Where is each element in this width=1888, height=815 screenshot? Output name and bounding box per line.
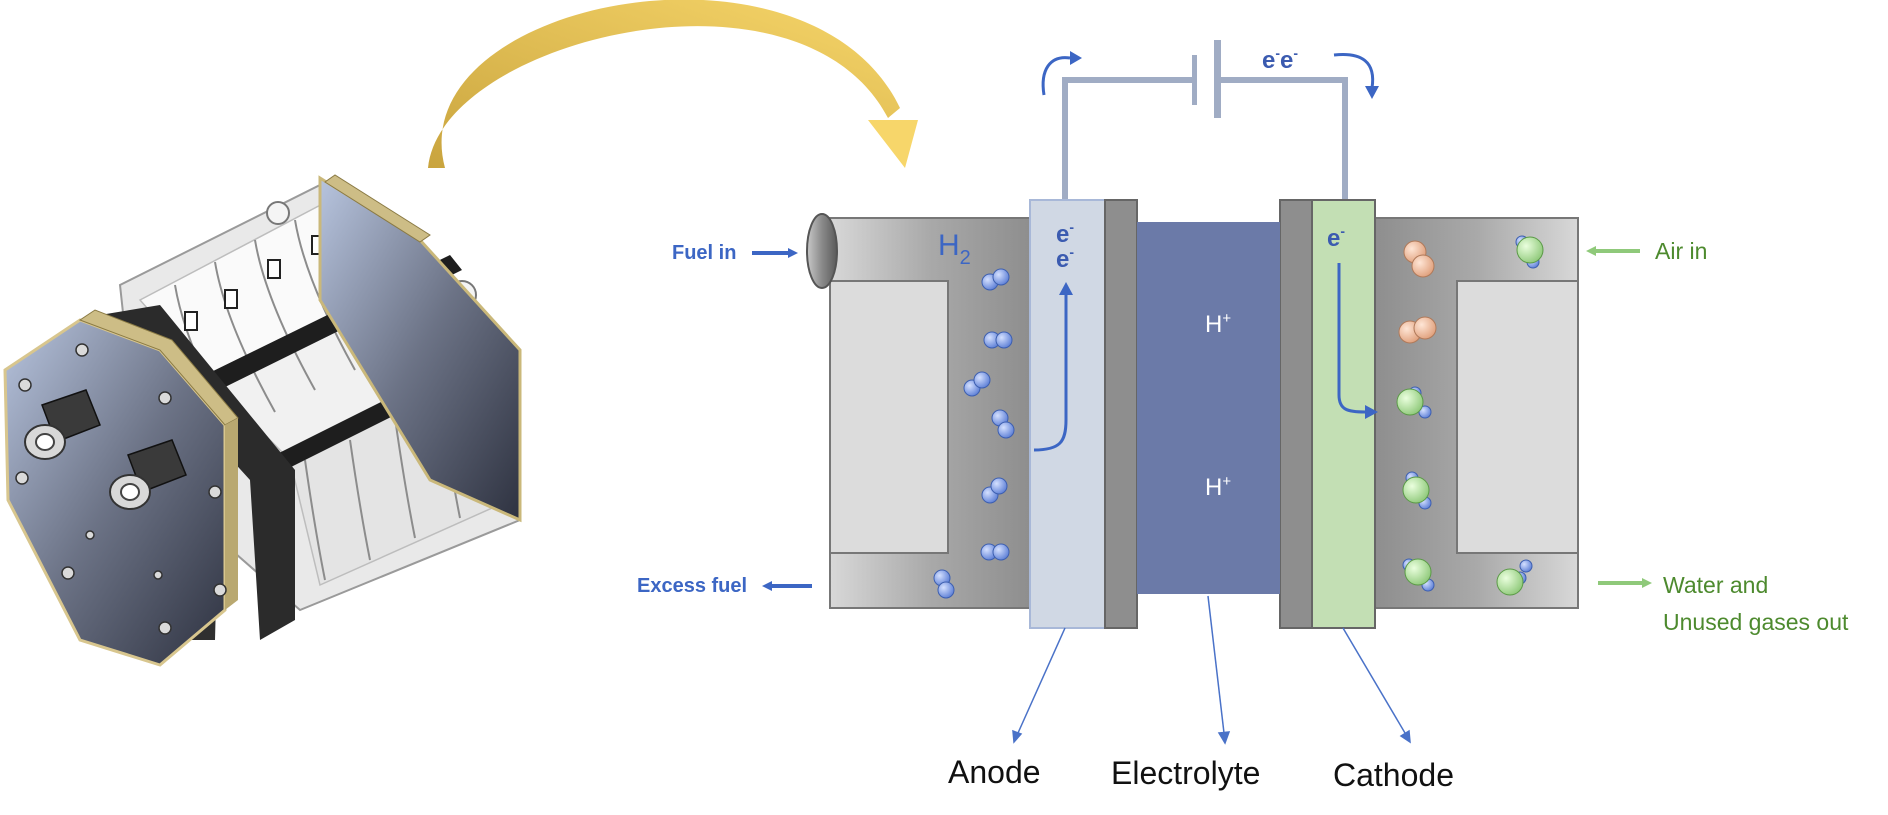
fuel-inlet-pipe [806,213,838,289]
air-in-callout: Air in [1586,238,1707,264]
electrolyte-layer [1137,222,1280,594]
water-out-callout: Water and Unused gases out [1598,572,1849,635]
water-out-label-2: Unused gases out [1663,609,1849,635]
proton-label-2: H+ [1205,473,1231,501]
excess-fuel-label: Excess fuel [637,575,747,597]
battery-symbol-icon [1192,40,1221,118]
electrolyte-label: Electrolyte [1111,755,1260,791]
air-in-label: Air in [1655,238,1707,264]
excess-fuel-callout: Excess fuel [637,575,812,597]
cathode-channel [1456,280,1579,554]
fuel-in-label: Fuel in [672,242,736,264]
cathode-label: Cathode [1333,757,1454,793]
anode-channel [829,280,949,554]
fuel-in-callout: Fuel in [672,242,798,264]
external-circuit: e-e- [1041,40,1379,200]
cathode-electron-label: e- [1327,223,1345,252]
water-out-label: Water and [1663,572,1768,598]
oxygen-molecules [1398,240,1437,344]
proton-label: H+ [1205,310,1231,338]
fuel-cell-cross-section: e- e- e- H2 H+ H+ [806,199,1579,629]
anode-electron-label-2: e- [1056,244,1074,273]
curved-arrow-icon [428,0,918,168]
anode-electron-label: e- [1056,219,1074,248]
hydrogen-molecules [933,268,1015,599]
water-molecules [1396,235,1544,596]
circuit-electron-label: e-e- [1262,45,1298,74]
hydrogen-label: H2 [938,229,971,269]
component-leaders [1012,595,1411,745]
anode-label: Anode [948,754,1041,790]
fuel-cell-stack-icon [3,174,522,667]
